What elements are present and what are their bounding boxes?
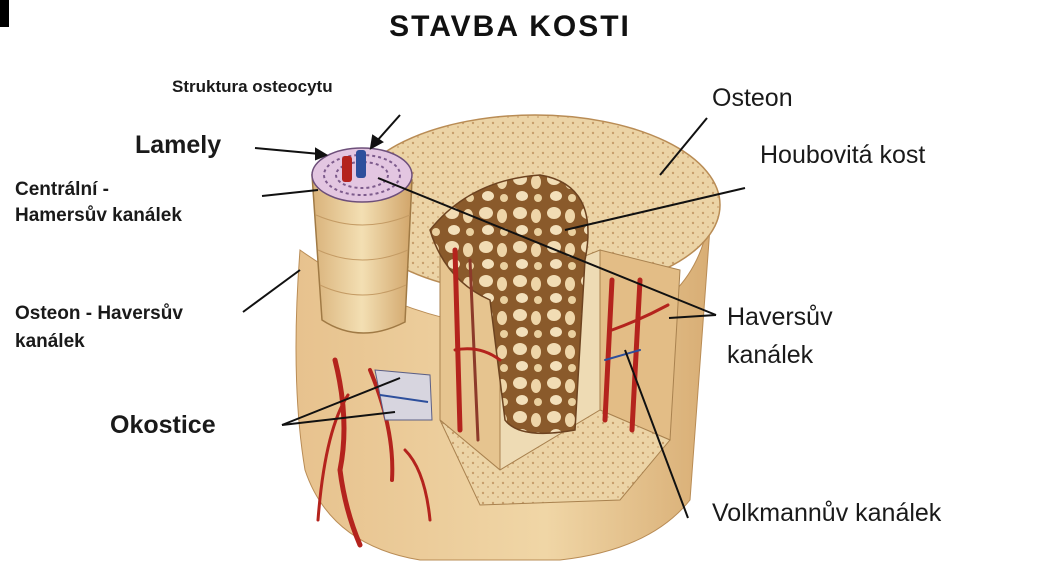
label-osteocyte-structure: Struktura osteocytu: [172, 76, 333, 97]
label-periosteum: Okostice: [110, 410, 216, 441]
label-osteon-haversian-line2: kanálek: [15, 330, 85, 354]
label-osteon-haversian-line1: Osteon - Haversův: [15, 302, 183, 326]
label-lamely: Lamely: [135, 130, 221, 161]
label-central-canal-line2: Hamersův kanálek: [15, 204, 182, 228]
label-central-canal-line1: Centrální -: [15, 178, 109, 202]
label-volkmann-canal: Volkmannův kanálek: [712, 498, 941, 529]
label-haversian-canal-line1: Haversův: [727, 302, 833, 333]
central-artery: [342, 156, 352, 182]
label-haversian-canal-line2: kanálek: [727, 340, 813, 371]
label-spongy-bone: Houbovitá kost: [760, 140, 925, 171]
label-osteon: Osteon: [712, 83, 793, 114]
central-vein: [356, 150, 366, 178]
